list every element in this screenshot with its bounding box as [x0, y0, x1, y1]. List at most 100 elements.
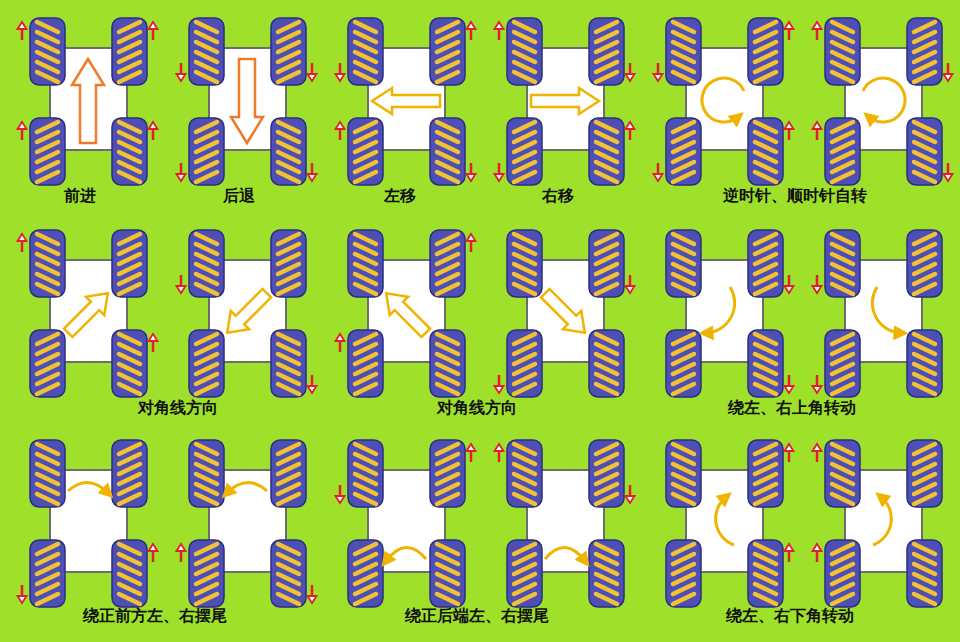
wheel-roller — [832, 544, 853, 554]
wheel-roller — [119, 234, 140, 244]
wheel-roller — [278, 132, 299, 142]
mecanum-wheel — [907, 330, 942, 397]
wheel-roller — [755, 464, 776, 474]
wheel-roller — [355, 254, 376, 264]
wheel-roller — [755, 234, 776, 244]
wheel-roller — [119, 142, 140, 152]
wheel-roller — [196, 62, 217, 72]
wheel-roller — [278, 554, 299, 564]
wheel-roller — [119, 162, 140, 172]
wheel-roller — [437, 274, 458, 284]
mecanum-wheel — [189, 118, 224, 185]
wheel-roller — [514, 32, 535, 42]
wheel-direction-arrow — [785, 286, 794, 293]
wheel-roller — [119, 484, 140, 494]
wheel-roller — [119, 32, 140, 42]
wheel-roller — [196, 544, 217, 554]
wheel-roller — [437, 162, 458, 172]
wheel-roller — [832, 254, 853, 264]
mecanum-wheel — [30, 18, 65, 85]
wheel-roller — [196, 162, 217, 172]
wheel-roller — [437, 152, 458, 162]
wheel-roller — [37, 484, 58, 494]
wheel-roller — [673, 284, 694, 294]
wheel-roller — [119, 354, 140, 364]
wheel-roller — [278, 374, 299, 384]
motion-curve-arrow — [386, 547, 426, 561]
wheel-roller — [119, 454, 140, 464]
wheel-roller — [514, 254, 535, 264]
wheel-roller — [355, 132, 376, 142]
wheel-roller — [196, 254, 217, 264]
wheel-roller — [278, 344, 299, 354]
wheel-roller — [832, 244, 853, 254]
wheel-roller — [278, 464, 299, 474]
wheel-roller — [355, 484, 376, 494]
wheel-roller — [755, 172, 776, 182]
wheel-roller — [355, 344, 376, 354]
mecanum-wheel — [30, 330, 65, 397]
wheel-roller — [596, 354, 617, 364]
wheel-roller — [755, 32, 776, 42]
mecanum-wheel — [112, 118, 147, 185]
wheel-roller — [514, 22, 535, 32]
wheel-roller — [596, 22, 617, 32]
wheel-roller — [514, 594, 535, 604]
wheel-roller — [755, 554, 776, 564]
wheel-roller — [832, 162, 853, 172]
mecanum-wheel — [748, 230, 783, 297]
wheel-roller — [596, 364, 617, 374]
wheel-roller — [196, 554, 217, 564]
wheel-roller — [755, 384, 776, 394]
mecanum-wheel — [825, 230, 860, 297]
wheel-roller — [119, 464, 140, 474]
wheel-roller — [596, 444, 617, 454]
wheel-roller — [119, 374, 140, 384]
mecanum-wheel — [666, 230, 701, 297]
mecanum-wheel — [189, 230, 224, 297]
mecanum-wheel — [825, 330, 860, 397]
wheel-roller — [914, 162, 935, 172]
wheel-roller — [514, 42, 535, 52]
wheel-roller — [37, 584, 58, 594]
wheel-roller — [755, 494, 776, 504]
wheel-roller — [832, 594, 853, 604]
motion-arrow — [372, 88, 440, 114]
mecanum-wheel — [507, 330, 542, 397]
wheel-roller — [119, 132, 140, 142]
motion-curve-arrow — [706, 287, 735, 333]
wheel-direction-arrow — [495, 386, 504, 393]
wheel-roller — [755, 484, 776, 494]
wheel-roller — [278, 284, 299, 294]
mecanum-wheel — [30, 118, 65, 185]
mecanum-wheel — [507, 540, 542, 607]
wheel-roller — [596, 544, 617, 554]
wheel-roller — [119, 254, 140, 264]
wheel-roller — [37, 474, 58, 484]
wheel-roller — [437, 384, 458, 394]
wheel-roller — [196, 494, 217, 504]
wheel-roller — [832, 62, 853, 72]
wheel-roller — [914, 284, 935, 294]
mecanum-wheel — [189, 18, 224, 85]
wheel-roller — [355, 142, 376, 152]
mecanum-wheel — [348, 440, 383, 507]
wheel-roller — [119, 444, 140, 454]
wheel-roller — [437, 364, 458, 374]
wheel-roller — [755, 364, 776, 374]
wheel-roller — [437, 234, 458, 244]
wheel-direction-arrow — [336, 122, 345, 129]
motion-curve-arrow — [863, 78, 905, 122]
wheel-roller — [914, 464, 935, 474]
wheel-roller — [832, 22, 853, 32]
motion-curve-arrow — [716, 497, 734, 545]
wheel-roller — [37, 132, 58, 142]
wheel-roller — [914, 354, 935, 364]
wheel-direction-arrow — [308, 386, 317, 393]
wheel-roller — [755, 444, 776, 454]
mecanum-wheel — [666, 18, 701, 85]
wheel-roller — [514, 264, 535, 274]
mecanum-wheel — [507, 230, 542, 297]
wheel-roller — [119, 122, 140, 132]
wheel-roller — [437, 254, 458, 264]
